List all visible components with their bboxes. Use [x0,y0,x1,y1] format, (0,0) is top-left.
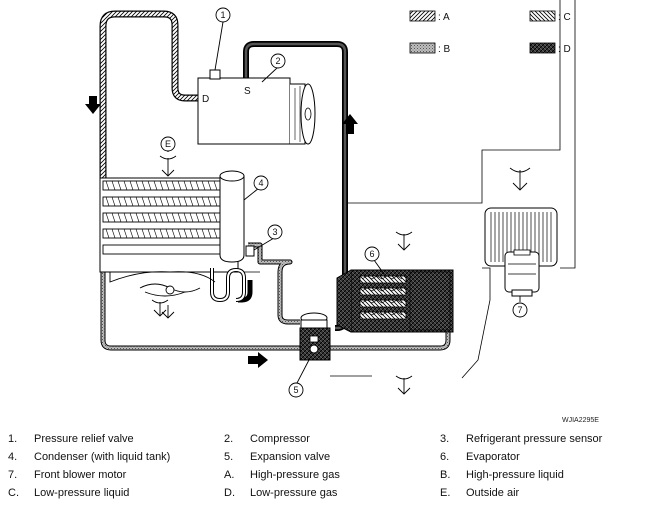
flow-up-arrow-icon [342,114,358,134]
blower-intake-arrow-icon [509,167,531,191]
condenser [99,170,246,303]
legend-label-a: : A [438,12,450,23]
compressor-suction-port-label: S [244,86,251,97]
key-number: B. [440,469,451,481]
legend: : A : B : C : D [409,10,571,55]
air-flow-arrows [151,155,531,395]
key-row: 4. Condenser (with liquid tank) 5. Expansi… [8,450,648,468]
cool-air-outlet-arrow-icon [395,375,413,395]
evaporator [336,269,454,333]
refrigerant-circuit-diagram: : A : B : C : D [85,0,576,398]
key-number: 2. [224,433,234,445]
callout-5: 5 [293,385,298,395]
refrigerant-flow-arrows [85,96,358,368]
key-row: 7. Front blower motor A. High-pressure gas… [8,468,648,486]
key-number: E. [440,487,451,499]
flow-down-arrow-icon [85,96,101,114]
refrigerant-pressure-sensor [245,245,255,257]
callout-6: 6 [369,249,374,259]
key-label: Condenser (with liquid tank) [34,451,171,463]
callout-e: E [165,139,171,149]
key-row: 1. Pressure relief valve 2. Compressor 3. R… [8,432,648,450]
callout-3: 3 [272,227,277,237]
legend-swatch-c [529,10,556,22]
key-number: C. [8,487,19,499]
key-number: 1. [8,433,18,445]
key-label: Low-pressure liquid [34,487,130,499]
key-number: A. [224,469,235,481]
flow-right-arrow-icon [248,352,268,368]
key-label: Front blower motor [34,469,127,481]
fan-exhaust-arrow-icon [151,299,169,317]
key-number: 6. [440,451,450,463]
callout-7: 7 [517,305,522,315]
front-blower-motor [484,207,558,297]
key-number: 7. [8,469,18,481]
compressor: D S [197,69,316,145]
key-label: Pressure relief valve [34,433,134,445]
evaporator-intake-arrow-icon [395,231,413,251]
key-row: C. Low-pressure liquid D. Low-pressure gas… [8,486,648,504]
callouts [160,7,528,398]
cooling-fan [109,271,216,319]
expansion-valve [299,312,331,361]
key-label: Outside air [466,487,520,499]
liquid-tank [219,176,245,263]
high-pressure-liquid-line [100,242,451,351]
legend-swatch-a [409,10,436,22]
pressure-relief-valve [209,69,221,80]
key-label: Refrigerant pressure sensor [466,433,603,445]
key-label: Compressor [250,433,310,445]
key-label: High-pressure gas [250,469,340,481]
key-label: Low-pressure gas [250,487,338,499]
outside-air-arrow-icon [159,155,177,177]
legend-label-c: : C [558,12,571,23]
key-number: 5. [224,451,234,463]
figure-code: WJIA2295E [562,417,599,424]
compressor-discharge-port-label: D [202,94,209,105]
key-label: Evaporator [466,451,520,463]
key-label: High-pressure liquid [466,469,564,481]
legend-swatch-d [529,42,556,54]
callout-4: 4 [258,178,263,188]
legend-swatch-b [409,42,436,54]
key-label: Expansion valve [250,451,331,463]
callout-1: 1 [220,10,225,20]
callout-2: 2 [275,56,280,66]
key-number: 3. [440,433,450,445]
key-number: D. [224,487,235,499]
key-number: 4. [8,451,18,463]
legend-label-d: : D [558,44,571,55]
legend-label-b: : B [438,44,451,55]
